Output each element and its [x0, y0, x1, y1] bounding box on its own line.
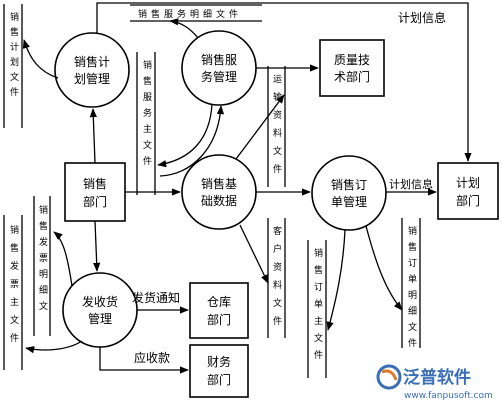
store-service-detail-file-label: 销售服务明细文件	[138, 8, 242, 20]
process-sales-service-line1: 销售服	[201, 52, 237, 67]
store-customer-file-label: 客户资料文件	[271, 225, 282, 334]
process-sales-base-line1: 销售基	[201, 176, 237, 191]
process-sales-base: 销售基 础数据	[181, 154, 257, 230]
process-sales-order-line2: 单管理	[331, 194, 367, 209]
flow-service-to-master	[157, 103, 213, 168]
process-sales-service-line2: 务管理	[201, 69, 237, 84]
flow-label-delivery-notice: 发货通知	[132, 290, 180, 305]
entity-finance-dept-line1: 财务	[207, 354, 231, 369]
store-order-detail-file: 销售订单明细文件	[401, 218, 421, 354]
store-order-master-file-label: 销售订单主文件	[312, 247, 323, 367]
process-shipping: 发收货 管理	[62, 272, 138, 348]
brand-watermark: 泛普软件 www.fanpusoft.com	[376, 364, 493, 401]
flow-plan-info-top	[96, 2, 472, 162]
process-sales-order: 销售订 单管理	[311, 155, 387, 231]
process-sales-service: 销售服 务管理	[181, 30, 257, 106]
process-sales-plan-line2: 划管理	[74, 71, 110, 86]
entity-plan-dept-line1: 计划	[456, 176, 480, 190]
entity-finance-dept: 财务 部门	[189, 344, 249, 398]
brand-logo-icon	[376, 364, 402, 390]
flow-shipping-to-finance	[99, 347, 189, 374]
flow-service-to-detail	[169, 18, 199, 39]
entity-warehouse-dept: 仓库 部门	[189, 282, 249, 339]
store-transport-file-label: 运输资料文件	[271, 74, 282, 182]
flow-order-to-detail	[365, 225, 403, 311]
store-order-master-file: 销售订单主文件	[307, 240, 327, 378]
flow-order-to-master	[326, 229, 346, 331]
entity-sales-dept-line1: 销售	[83, 176, 107, 191]
entity-quality-dept: 质量技 术部门	[319, 39, 385, 97]
flow-shipping-to-invoice-detail	[53, 231, 73, 287]
store-invoice-master-file-label: 销售发票主文件	[8, 224, 19, 351]
brand-name: 泛普软件	[403, 367, 471, 388]
process-shipping-line2: 管理	[88, 311, 112, 326]
store-sales-plan-file: 销售计划文件	[3, 4, 23, 128]
store-service-master-file-label: 销售服务主文件	[141, 59, 152, 172]
store-invoice-detail-file: 销售发票明细文	[33, 196, 51, 336]
entity-plan-dept-line2: 部门	[456, 193, 480, 208]
store-customer-file: 客户资料文件	[267, 218, 286, 338]
entity-finance-dept-line2: 部门	[207, 372, 231, 387]
brand-url: www.fanpusoft.com	[404, 391, 493, 401]
flow-label-receivable: 应收款	[134, 350, 170, 365]
store-service-master-file: 销售服务主文件	[136, 52, 156, 195]
flow-dept-to-shipping	[93, 220, 101, 272]
entity-quality-dept-line2: 术部门	[334, 69, 370, 84]
flow-dept-to-plan	[89, 108, 97, 164]
entity-plan-dept: 计划 部门	[437, 162, 499, 220]
flow-base-to-customer	[239, 224, 269, 284]
store-invoice-master-file: 销售发票主文件	[3, 215, 23, 370]
entity-sales-dept-line2: 部门	[83, 194, 107, 209]
flows	[22, 2, 472, 374]
entity-sales-dept: 销售 部门	[64, 162, 126, 222]
process-shipping-line1: 发收货	[82, 294, 118, 309]
entity-warehouse-dept-line1: 仓库	[207, 294, 231, 309]
process-sales-base-line2: 础数据	[201, 193, 237, 208]
store-sales-plan-file-label: 销售计划文件	[8, 11, 19, 102]
entity-warehouse-dept-line2: 部门	[207, 312, 231, 327]
entity-quality-dept-line1: 质量技	[334, 53, 370, 67]
store-service-detail-file: 销售服务明细文件	[130, 4, 262, 22]
process-sales-plan: 销售计 划管理	[54, 32, 130, 108]
flow-base-to-transport	[235, 94, 285, 160]
flow-master-to-service	[159, 105, 225, 177]
flow-label-plan-info-mid: 计划信息	[389, 177, 433, 191]
process-sales-plan-line1: 销售计	[74, 54, 110, 69]
store-invoice-detail-file-label: 销售发票明细文	[37, 204, 48, 317]
store-transport-file: 运输资料文件	[267, 66, 286, 187]
flow-plan-to-plan-file	[22, 39, 59, 79]
process-sales-order-line1: 销售订	[331, 177, 367, 192]
flow-shipping-to-invoice-master	[25, 340, 83, 354]
store-order-detail-file-label: 销售订单明细文件	[406, 225, 417, 354]
flow-label-plan-info-top: 计划信息	[398, 10, 446, 25]
